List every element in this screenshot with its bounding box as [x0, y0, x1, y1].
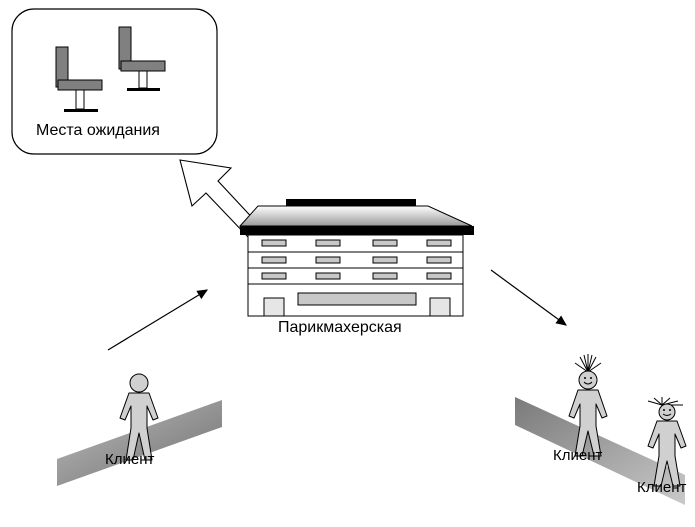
waiting-area-label: Места ожидания	[36, 122, 160, 139]
client-figure-icon	[647, 397, 687, 487]
arrow-to-barbershop	[107, 289, 209, 351]
chair-icon	[55, 46, 103, 112]
chair-icon	[118, 26, 166, 91]
client-figure-icon	[568, 354, 608, 457]
client-figure-icon	[119, 373, 159, 461]
client-label-left: Клиент	[105, 451, 155, 468]
barbershop-building-icon	[238, 199, 474, 317]
client-label-right-2: Клиент	[637, 479, 687, 496]
client-label-right-1: Клиент	[553, 447, 603, 464]
arrow-from-barbershop	[490, 269, 567, 326]
road-left	[57, 400, 222, 486]
barbershop-label: Парикмахерская	[278, 319, 402, 336]
waiting-area-box	[11, 8, 218, 155]
